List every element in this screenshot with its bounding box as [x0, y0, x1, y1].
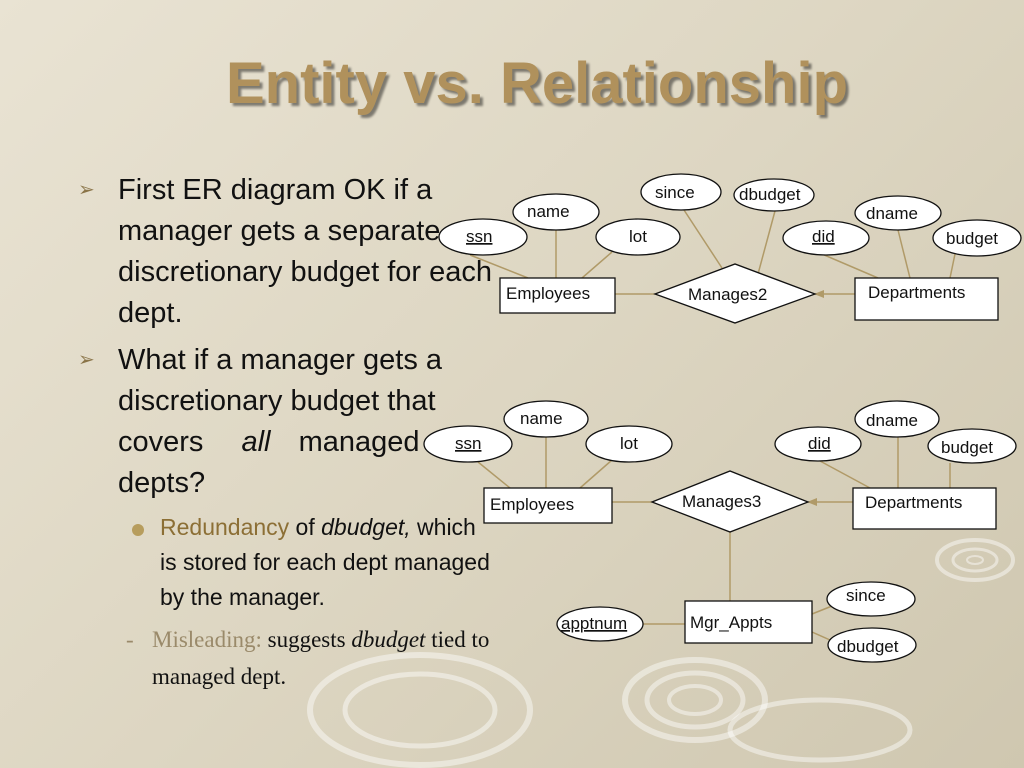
- bullet-text-post: managed depts?: [118, 426, 420, 499]
- line-dbudget-manages2: [757, 210, 776, 275]
- ripple-decoration-large: [307, 652, 768, 768]
- attr-name-2-label: name: [520, 409, 563, 428]
- misleading-label: Misleading:: [152, 627, 262, 652]
- attr-did-label: did: [812, 227, 835, 246]
- subbullet-redundancy: Redundancy of dbudget, which is stored f…: [78, 510, 498, 615]
- attr-did-2: [774, 426, 862, 462]
- attr-lot: [595, 218, 681, 256]
- attr-lot-label: lot: [629, 227, 647, 246]
- attr-lot-2: [585, 425, 673, 463]
- attr-since-label: since: [655, 183, 695, 202]
- relationship-manages2: [653, 263, 817, 324]
- attr-ssn-2: [423, 425, 513, 463]
- entity-employees-2-label: Employees: [490, 495, 574, 514]
- entity-departments-label: Departments: [868, 283, 965, 302]
- line-budget-departments: [949, 253, 956, 279]
- entity-departments-2: [852, 487, 997, 530]
- attr-budget-2-label: budget: [941, 438, 993, 457]
- relationship-manages3-label: Manages3: [682, 492, 761, 511]
- bullet-text-emphasis: all: [241, 426, 271, 458]
- relationship-manages2-label: Manages2: [688, 285, 767, 304]
- entity-mgr-appts-label: Mgr_Appts: [690, 613, 772, 632]
- subbullet-of: of: [289, 514, 322, 540]
- bullet-what-if: ➢ What if a manager gets a discretionary…: [78, 340, 498, 504]
- attr-dname: [854, 195, 942, 231]
- attr-apptnum: [556, 606, 644, 642]
- entity-employees: [499, 277, 616, 314]
- attr-dbudget-2-label: dbudget: [837, 637, 899, 656]
- dash-rest: tied to managed dept.: [152, 627, 490, 689]
- attr-ssn-label: ssn: [466, 227, 492, 246]
- entity-departments: [854, 277, 999, 321]
- bullet-text-pre: What if a manager gets a discretionary b…: [118, 344, 442, 458]
- dash-emphasis: dbudget: [351, 627, 426, 652]
- line-since-mgrappts: [811, 605, 833, 615]
- ripple-decoration-small: [727, 538, 1015, 763]
- attr-dname-label: dname: [866, 204, 918, 223]
- line-did-departments: [821, 253, 879, 279]
- attr-since-2-label: since: [846, 586, 886, 605]
- attr-budget-2: [927, 428, 1017, 464]
- dot-bullet-icon: [132, 524, 144, 536]
- attr-since: [640, 173, 722, 211]
- bullet-text: First ER diagram OK if a manager gets a …: [118, 174, 492, 329]
- entity-employees-label: Employees: [506, 284, 590, 303]
- subbullet-rest: which is stored for each dept managed by…: [160, 514, 490, 610]
- dash-bullet-icon: -: [126, 627, 134, 652]
- attr-dname-2-label: dname: [866, 411, 918, 430]
- attr-since-2: [826, 581, 916, 617]
- attr-ssn-2-label: ssn: [455, 434, 481, 453]
- attr-dbudget: [733, 178, 815, 212]
- attr-dname-2: [854, 400, 940, 438]
- subbullet-emphasis: dbudget,: [321, 514, 411, 540]
- er-diagram-2: Employees Departments Mgr_Appts Manages3…: [423, 400, 1017, 663]
- dash-mid: suggests: [261, 627, 352, 652]
- slide-title: Entity vs. Relationship: [226, 51, 848, 116]
- line-lot-employees-2: [579, 459, 613, 489]
- arrow-bullet-icon: ➢: [78, 179, 95, 201]
- arrow-bullet-icon: ➢: [78, 349, 95, 371]
- attr-name-label: name: [527, 202, 570, 221]
- line-ssn-employees-2: [477, 461, 511, 489]
- entity-mgr-appts: [684, 600, 813, 644]
- bullet-list: ➢ First ER diagram OK if a manager gets …: [78, 170, 498, 718]
- attr-did: [782, 220, 870, 256]
- attr-did-2-label: did: [808, 434, 831, 453]
- attr-lot-2-label: lot: [620, 434, 638, 453]
- line-ssn-employees: [469, 254, 529, 279]
- bullet-first-er-ok: ➢ First ER diagram OK if a manager gets …: [78, 170, 498, 334]
- line-since-manages2: [683, 209, 723, 269]
- attr-budget-label: budget: [946, 229, 998, 248]
- attr-dbudget-label: dbudget: [739, 185, 801, 204]
- entity-departments-2-label: Departments: [865, 493, 962, 512]
- attr-name: [512, 193, 600, 231]
- line-dbudget-mgrappts: [811, 631, 831, 641]
- attr-budget: [932, 219, 1022, 257]
- relationship-manages3: [650, 470, 810, 533]
- attr-dbudget-2: [827, 627, 917, 663]
- line-lot-employees: [581, 251, 613, 279]
- redundancy-label: Redundancy: [160, 514, 290, 540]
- line-did-departments-2: [819, 460, 871, 489]
- attr-name-2: [503, 400, 589, 438]
- line-dname-departments: [897, 229, 911, 279]
- attr-apptnum-label: apptnum: [561, 614, 627, 633]
- er-diagram-1: Employees Departments Manages2 ssn name …: [438, 173, 1022, 324]
- entity-employees-2: [483, 487, 613, 524]
- dash-bullet-misleading: - Misleading: suggests dbudget tied to m…: [78, 621, 498, 695]
- attr-ssn: [438, 218, 528, 256]
